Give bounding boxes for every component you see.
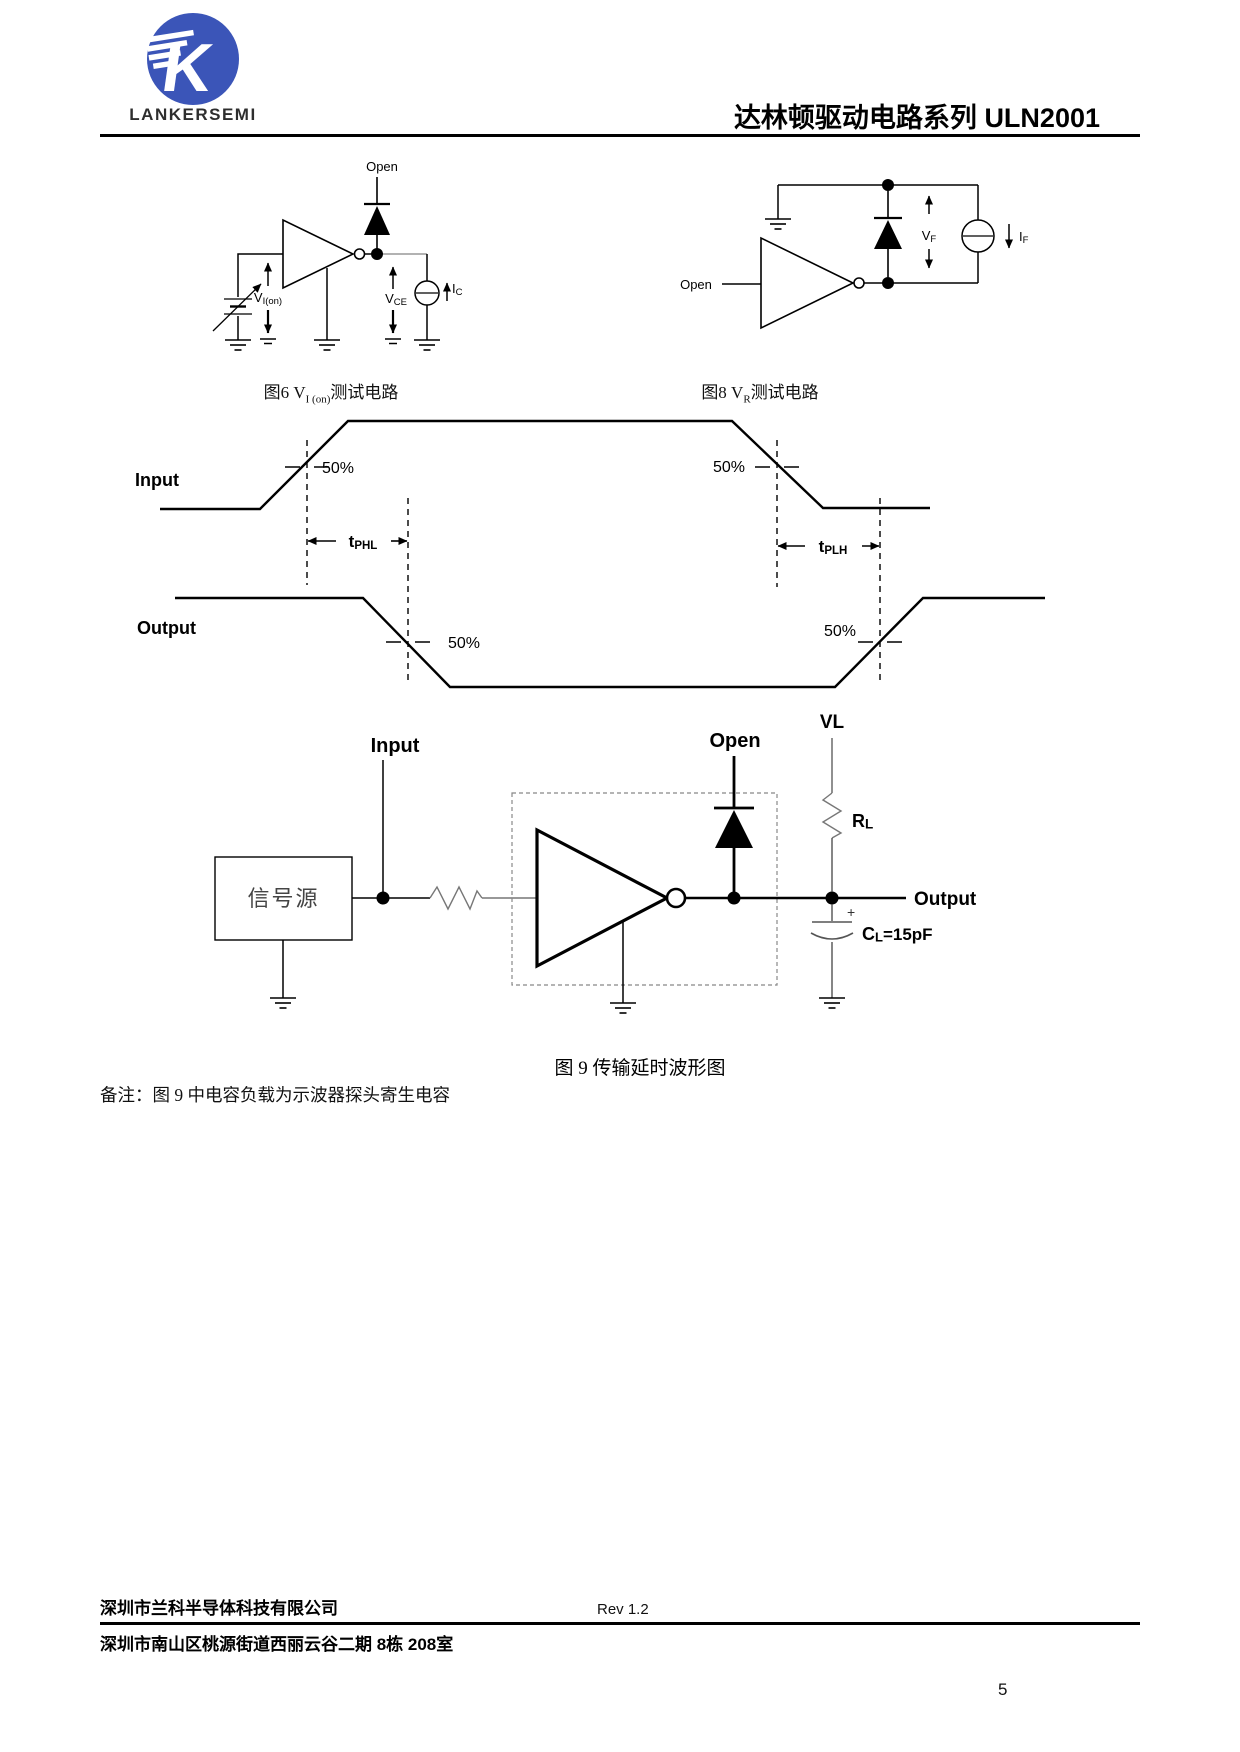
rl-label: RL bbox=[852, 811, 873, 832]
ground-icon bbox=[313, 339, 341, 351]
fifty-percent-ticks bbox=[285, 466, 902, 643]
measurement-dashed-lines bbox=[306, 440, 881, 682]
fig9-series-resistor bbox=[429, 885, 537, 911]
tphl-dimension: tPHL bbox=[307, 532, 408, 552]
fifty-percent-label: 50% bbox=[448, 635, 480, 652]
ground-icon bbox=[609, 1002, 637, 1014]
fig6-vce-meter: VCE bbox=[384, 266, 407, 345]
inverter-icon bbox=[535, 827, 671, 969]
fig9-input: Input bbox=[371, 735, 420, 905]
ground-icon bbox=[259, 338, 277, 345]
tplh-label: tPLH bbox=[819, 537, 848, 557]
inverter-icon bbox=[760, 236, 855, 330]
fig9-delay-test-circuit: Input 信号源 Open bbox=[214, 712, 977, 1014]
tphl-label: tPHL bbox=[349, 532, 378, 552]
fig9-open-diode: Open bbox=[709, 730, 761, 905]
variable-source-arrow-icon bbox=[212, 283, 262, 332]
signal-source-label: 信号源 bbox=[247, 886, 319, 911]
tplh-dimension: tPLH bbox=[777, 537, 880, 557]
fig8-vf-meter: VF bbox=[922, 195, 937, 269]
diode-icon bbox=[364, 206, 390, 235]
output-waveform-trace bbox=[175, 596, 1045, 689]
fig9-caption: 图 9 传输延时波形图 bbox=[554, 1058, 726, 1079]
fig9-inverter bbox=[535, 827, 687, 1014]
ground-icon bbox=[224, 339, 252, 351]
diode-icon bbox=[715, 810, 753, 848]
svg-text:K: K bbox=[158, 30, 218, 106]
vl-label: VL bbox=[820, 712, 845, 733]
inverter-icon bbox=[282, 218, 355, 290]
fifty-percent-label: 50% bbox=[322, 460, 354, 477]
fig6-input-source bbox=[212, 253, 283, 351]
brand-name: LANKERSEMI bbox=[129, 105, 257, 124]
ground-icon bbox=[818, 997, 846, 1009]
node-dot bbox=[825, 891, 839, 905]
input-waveform-label: Input bbox=[135, 470, 179, 490]
fig8-open-label: Open bbox=[680, 277, 712, 292]
fifty-percent-label: 50% bbox=[713, 459, 745, 476]
vf-label: VF bbox=[922, 228, 937, 245]
fig6-open-diode: Open bbox=[364, 159, 398, 260]
fig8-caption: 图8 VR测试电路 bbox=[701, 383, 819, 406]
resistor-icon bbox=[821, 792, 843, 839]
fig8-current-source: IF bbox=[961, 185, 1029, 283]
node-dot bbox=[371, 248, 383, 260]
node-dot bbox=[882, 179, 894, 191]
footer-company: 深圳市兰科半导体科技有限公司 bbox=[100, 1599, 338, 1618]
footer-address: 深圳市南山区桃源街道西丽云谷二期 8栋 208室 bbox=[100, 1635, 454, 1654]
ic-label: IC bbox=[452, 281, 463, 298]
page-number: 5 bbox=[998, 1680, 1008, 1699]
fig8-diode-branch bbox=[864, 191, 978, 289]
fig9-output: Output bbox=[685, 889, 977, 910]
fig6-output-branch: IC bbox=[383, 253, 463, 351]
note-text: 备注：图 9 中电容负载为示波器探头寄生电容 bbox=[100, 1085, 450, 1105]
resistor-icon bbox=[429, 885, 483, 911]
fig9-load-resistor: VL RL bbox=[820, 712, 873, 892]
input-waveform-trace bbox=[160, 419, 930, 511]
inverter-bubble bbox=[853, 277, 865, 289]
if-label: IF bbox=[1019, 229, 1029, 246]
company-logo-icon: K bbox=[147, 13, 239, 106]
inverter-bubble bbox=[353, 248, 366, 260]
fig6-vion-test-circuit: Open IC VCE bbox=[212, 159, 463, 351]
fig6-open-label: Open bbox=[366, 159, 398, 174]
fig9-input-label: Input bbox=[371, 735, 420, 757]
header-rule bbox=[100, 134, 1140, 137]
diode-icon bbox=[874, 220, 902, 249]
fig8-top-wire bbox=[764, 179, 978, 230]
fig8-inverter bbox=[760, 236, 865, 330]
fig6-inverter bbox=[282, 218, 371, 351]
inverter-bubble bbox=[665, 887, 687, 909]
ground-icon bbox=[764, 218, 792, 230]
fig9-output-label: Output bbox=[914, 889, 977, 910]
fifty-percent-label: 50% bbox=[824, 623, 856, 640]
output-waveform-label: Output bbox=[137, 618, 196, 638]
propagation-delay-waveform: Input Output 50% 50% 50% 50% tPHL tPLH bbox=[135, 419, 1045, 689]
fig9-open-label: Open bbox=[709, 730, 760, 752]
fig6-caption: 图6 VI (on)测试电路 bbox=[263, 383, 399, 406]
fig8-vr-test-circuit: Open VF bbox=[680, 179, 1029, 330]
dut-dashed-box bbox=[511, 792, 778, 986]
fig6-vion-meter: VI(on) bbox=[254, 262, 282, 345]
vion-label: VI(on) bbox=[254, 290, 282, 307]
cap-plus-sign: + bbox=[847, 904, 855, 920]
fig9-signal-source: 信号源 bbox=[214, 856, 353, 1009]
cl-label: CL=15pF bbox=[862, 924, 933, 945]
page-title: 达林顿驱动电路系列 ULN2001 bbox=[733, 103, 1100, 133]
ground-icon bbox=[269, 997, 297, 1009]
footer-rule bbox=[100, 1622, 1140, 1625]
vce-label: VCE bbox=[385, 291, 407, 308]
footer-revision: Rev 1.2 bbox=[597, 1601, 649, 1618]
ground-icon bbox=[413, 339, 441, 351]
ground-icon bbox=[384, 338, 402, 345]
fig9-load-capacitor: + CL=15pF bbox=[810, 904, 933, 1009]
